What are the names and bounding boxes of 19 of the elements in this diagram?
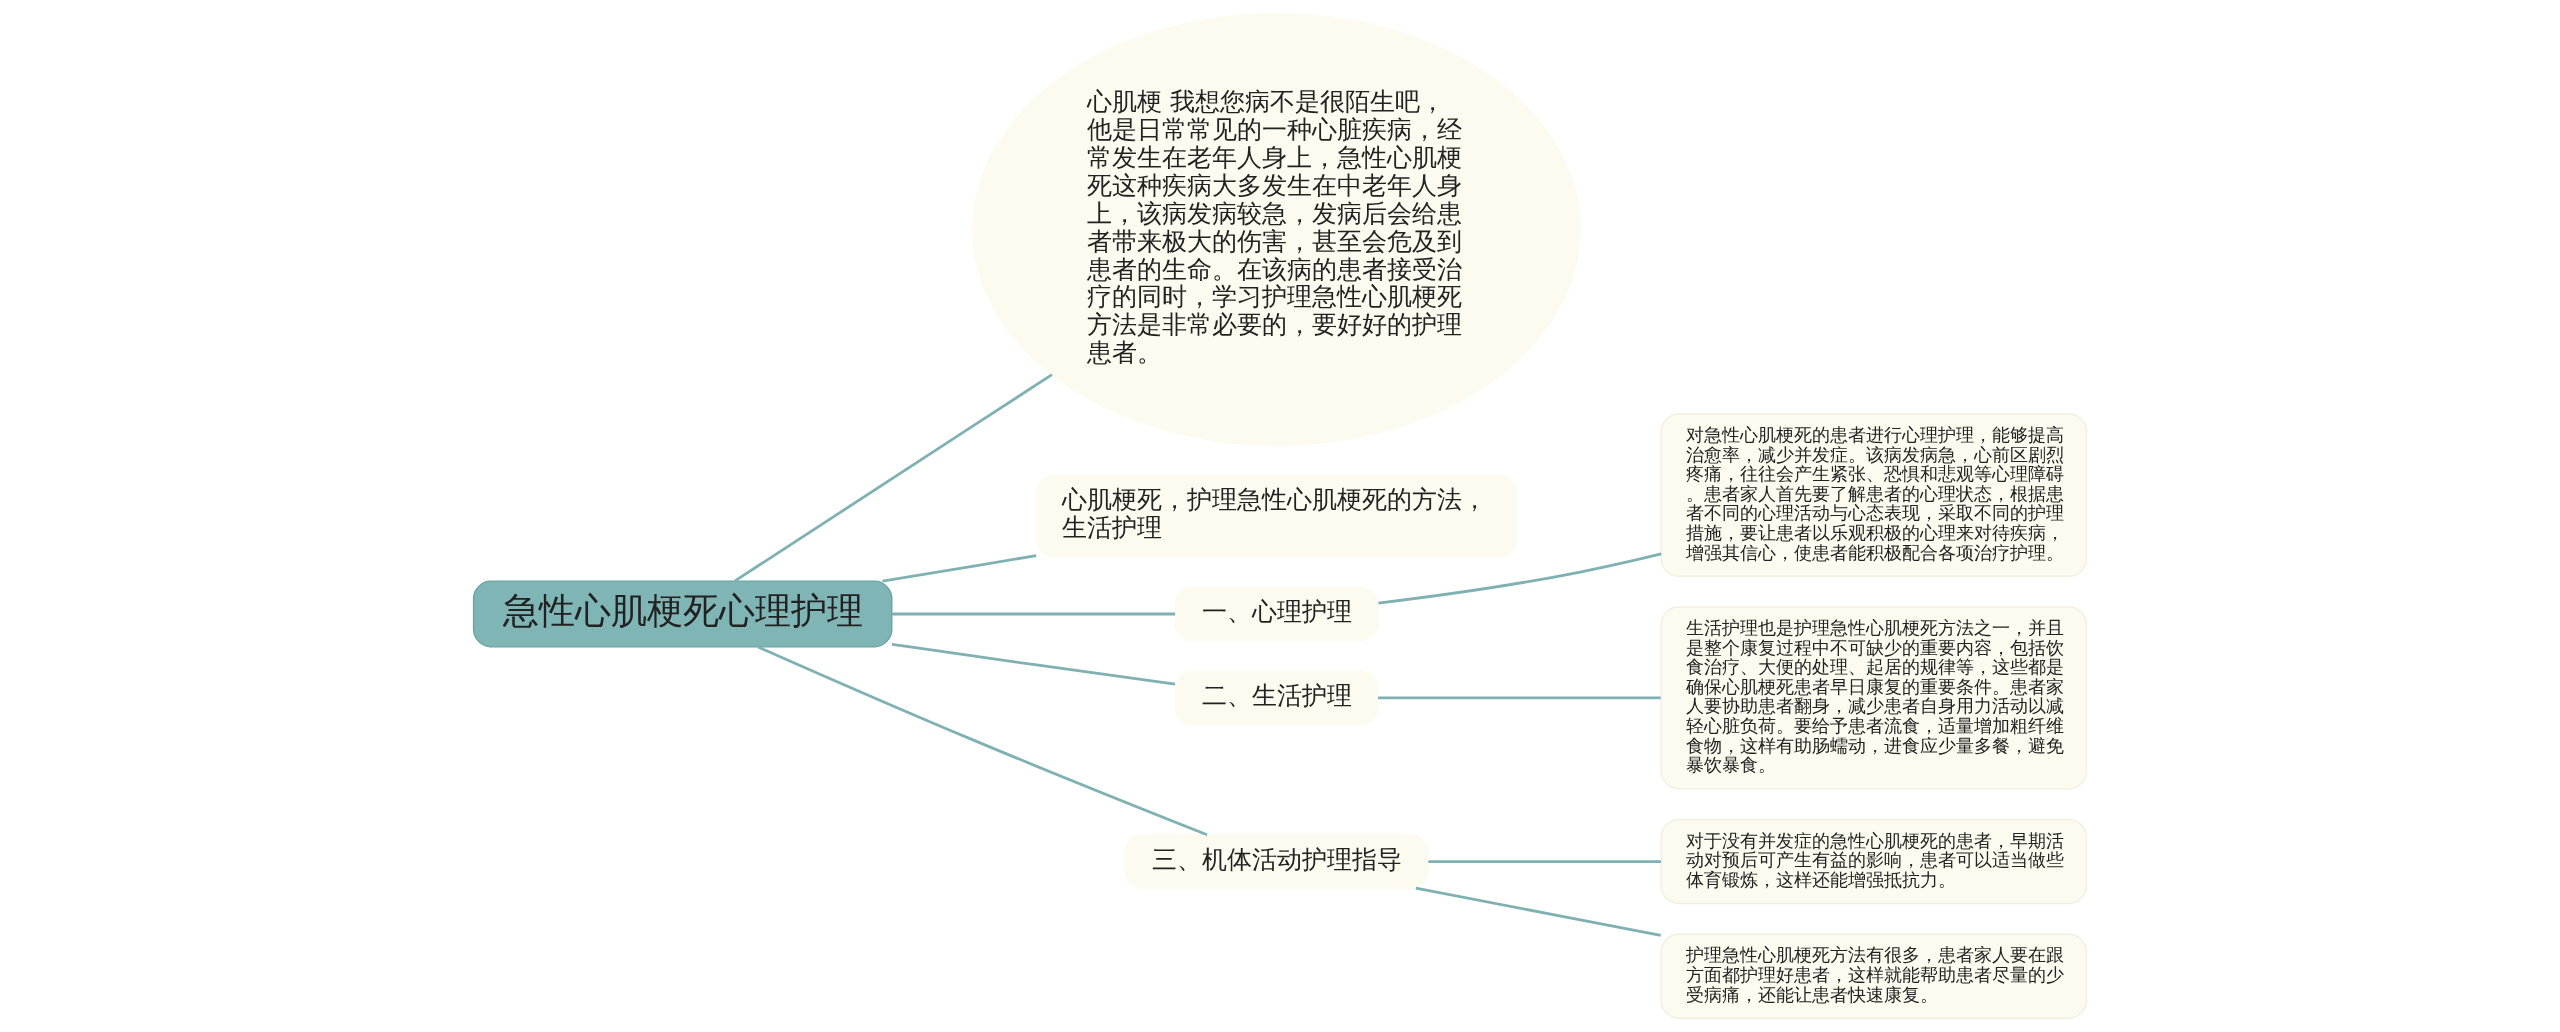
node-box: 对于没有并发症的急性心肌梗死的患者，早期活动对预后可产生有益的影响，患者可以适当做些体育锻炼，这样还能增强抵抗力。 — [1660, 818, 2088, 905]
connector — [757, 645, 1208, 837]
node-box: 一、心理护理 — [1174, 586, 1379, 642]
connector — [1378, 696, 1661, 700]
node-box: 急性心肌梗死心理护理 — [472, 580, 893, 648]
connector — [892, 612, 1176, 616]
node-box: 护理急性心肌梗死方法有很多，患者家人要在跟方面都护理好患者，这样就能帮助患者尽量的少受病痛，还能让患者快速康复。 — [1660, 933, 2088, 1019]
connector — [734, 373, 1053, 583]
node-ellipse: 心肌梗 我想您病不是很陌生吧，他是日常常见的一种心脏疾病，经常发生在老年人身上，急性心肌梗死这种疾病大多发生在中老年人身上，该病发病较急，发病后会给患者带来极大的伤害，甚至会危及到患者的生命。在该病的患者接受治疗的同时，学习护理急性心肌梗死方法是非常必要的，要好好的护理患者。 — [972, 12, 1581, 446]
connector — [1428, 860, 1661, 863]
connector — [891, 642, 1176, 686]
connector — [1378, 552, 1662, 605]
node-box: 二、生活护理 — [1174, 670, 1379, 726]
connector — [1415, 886, 1661, 937]
node-box: 三、机体活动护理指导 — [1124, 834, 1429, 889]
node-box: 对急性心肌梗死的患者进行心理护理，能够提高治愈率，减少并发症。该病发病急，心前区剧烈疼痛，往往会产生紧张、恐惧和悲观等心理障碍。患者家人首先要了解患者的心理状态，根据患者不同的心理活动与心态表现，采取不同的护理措施，要让患者以乐观积极的心理来对待疾病，增强其信心，使患者能积极配合各项治疗护理。 — [1660, 413, 2088, 577]
connector — [882, 554, 1037, 583]
node-box: 生活护理也是护理急性心肌梗死方法之一，并且是整个康复过程中不可缺少的重要内容，包括饮食治疗、大便的处理、起居的规律等，这些都是确保心肌梗死患者早日康复的重要条件。患者家人要协助患者翻身，减少患者自身用力活动以减轻心脏负荷。要给予患者流食，适量增加粗纤维食物，这样有助肠蠕动，进食应少量多餐，避免暴饮暴食。 — [1660, 606, 2088, 790]
node-box: 心肌梗死，护理急性心肌梗死的方法，生活护理 — [1035, 474, 1518, 558]
